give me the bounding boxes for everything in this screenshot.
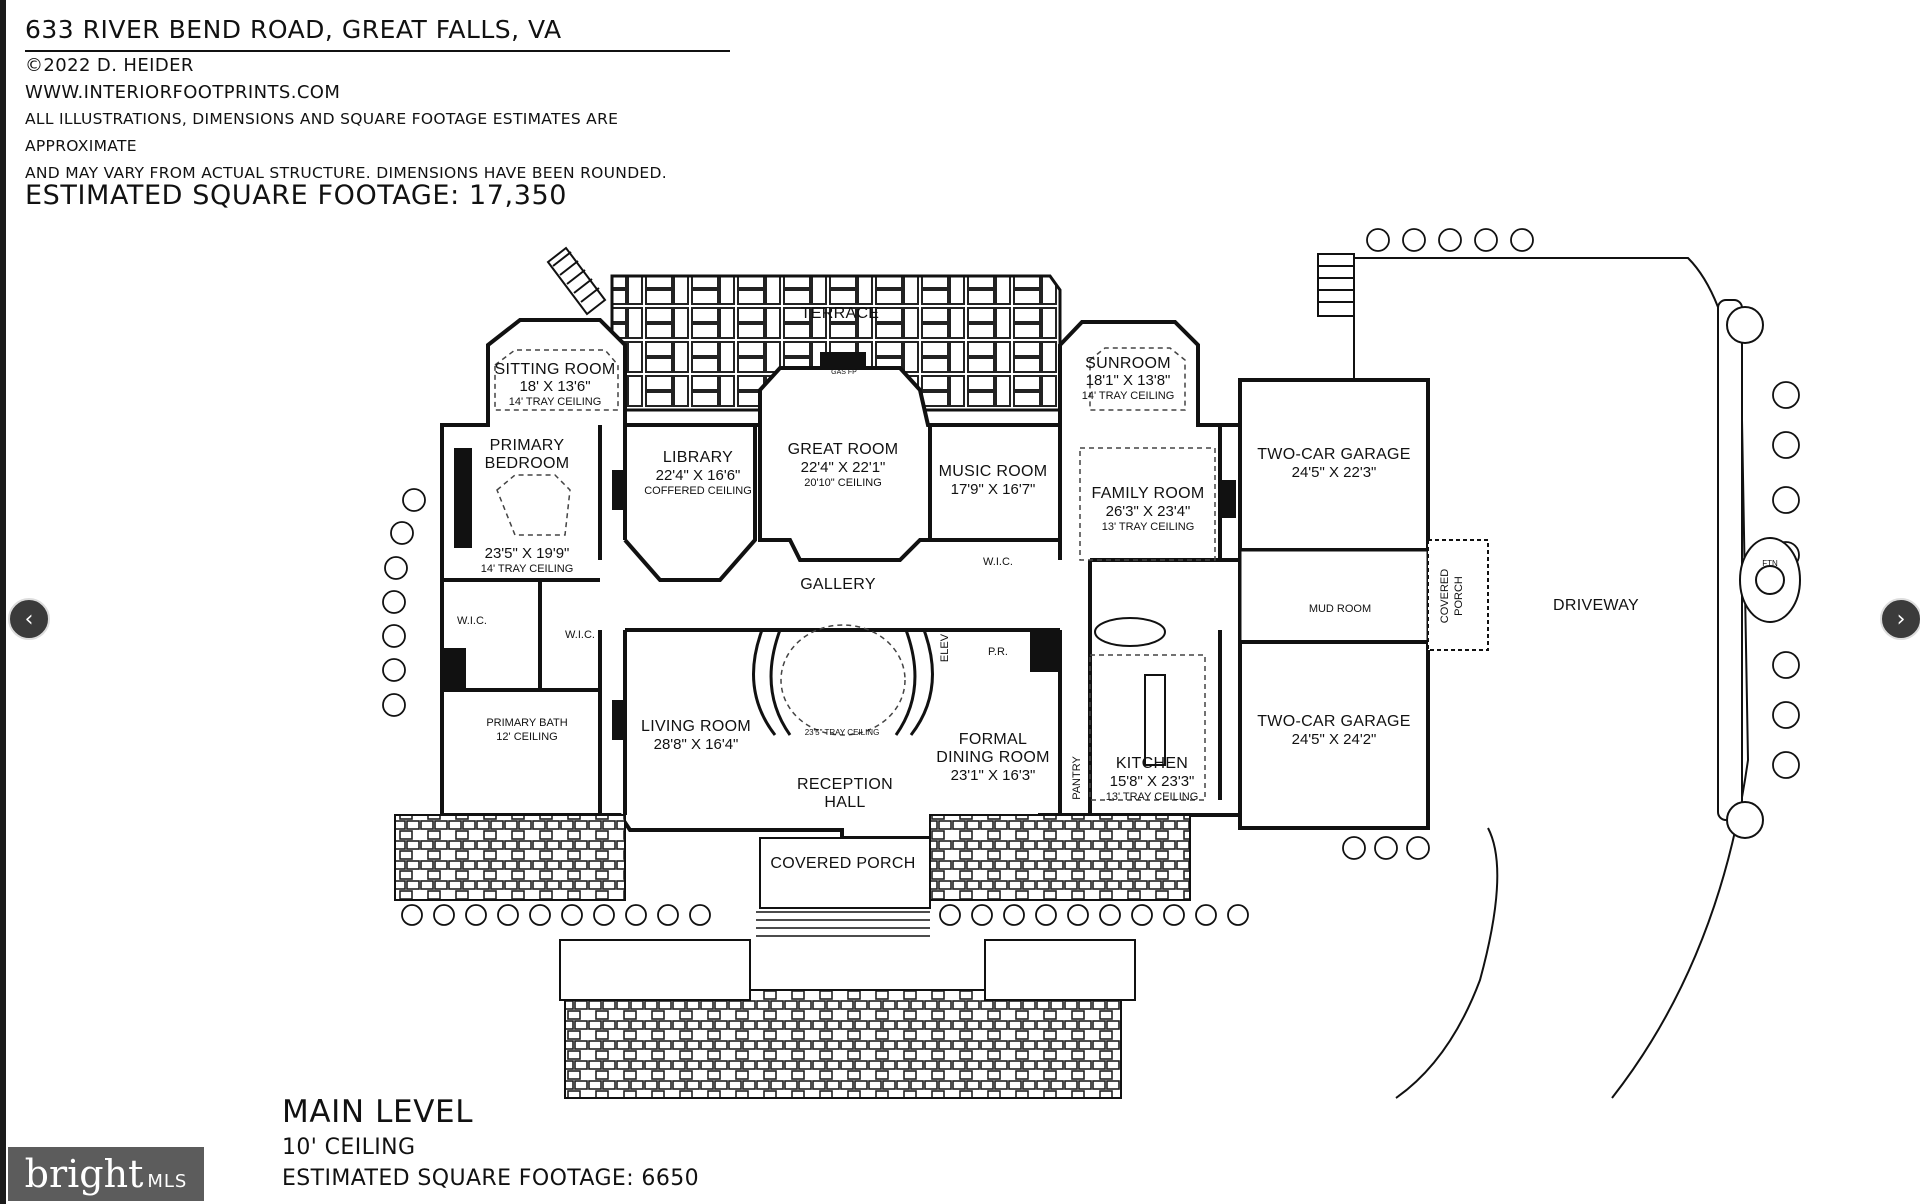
fireplaces [444, 352, 1236, 740]
plan-header: 633 RIVER BEND ROAD, GREAT FALLS, VA ©20… [25, 12, 730, 187]
music-room-dim: 17'9" X 16'7" [951, 481, 1036, 498]
front-walkway-left [394, 814, 626, 901]
fountain-court [1717, 299, 1801, 839]
website: WWW.INTERIORFOOTPRINTS.COM [25, 82, 341, 103]
garage-top-dim: 24'5" X 22'3" [1292, 464, 1377, 481]
hedge-row-right [1772, 381, 1800, 779]
pantry-label: PANTRY [1071, 756, 1083, 800]
primary-bedroom-dim: 23'5" X 19'9" [485, 545, 570, 562]
great-room-dim: 22'4" X 22'1" [801, 459, 886, 476]
music-room-name: MUSIC ROOM [939, 463, 1048, 480]
formal-dining-dim: 23'1" X 16'3" [951, 767, 1036, 784]
living-room-dim: 28'8" X 16'4" [654, 736, 739, 753]
terrace-label: TERRACE [801, 305, 880, 322]
primary-bath-name: PRIMARY BATH [486, 717, 567, 729]
library-dim: 22'4" X 16'6" [656, 467, 741, 484]
primary-bedroom-note: 14' TRAY CEILING [481, 563, 574, 575]
powder-room-label: P.R. [988, 646, 1008, 658]
disclaimer-line-1: ALL ILLUSTRATIONS, DIMENSIONS AND SQUARE… [25, 110, 619, 155]
motor-court-paving [564, 989, 1122, 1099]
wic-label-2: W.I.C. [565, 629, 595, 641]
sunroom-note: 14' TRAY CEILING [1082, 390, 1175, 402]
sitting-room-note: 14' TRAY CEILING [509, 396, 602, 408]
great-room-note: 20'10" CEILING [804, 477, 882, 489]
primary-bedroom-name-2: BEDROOM [485, 455, 570, 472]
mud-room-outline [1238, 548, 1430, 644]
wic-label-3: W.I.C. [983, 556, 1013, 568]
reception-hall-name-2: HALL [824, 794, 865, 811]
living-room-name: LIVING ROOM [641, 718, 751, 735]
level-caption: MAIN LEVEL 10' CEILING ESTIMATED SQUARE … [282, 1092, 699, 1194]
hedge-row-front [401, 904, 1249, 926]
gas-fireplace-label: GAS FP [831, 369, 857, 376]
garage-stairs [1317, 253, 1355, 380]
sunroom-name: SUNROOM [1085, 355, 1171, 372]
total-square-footage: ESTIMATED SQUARE FOOTAGE: 17,350 [25, 180, 568, 211]
wic-label-1: W.I.C. [457, 615, 487, 627]
brand-logo-text: bright [24, 1152, 144, 1196]
next-image-button[interactable]: › [1880, 598, 1920, 640]
fountain-label: FTN [1762, 559, 1778, 568]
kitchen-dim: 15'8" X 23'3" [1110, 773, 1195, 790]
photo-frame-edge [0, 0, 6, 1204]
copyright: ©2022 D. HEIDER [25, 55, 194, 76]
driveway-label: DRIVEWAY [1553, 597, 1639, 614]
side-porch-outline [1427, 539, 1489, 651]
family-room-name: FAMILY ROOM [1092, 485, 1205, 502]
kitchen-name: KITCHEN [1116, 755, 1188, 772]
level-square-footage: ESTIMATED SQUARE FOOTAGE: 6650 [282, 1166, 700, 1191]
sitting-room-dim: 18' X 13'6" [519, 378, 590, 395]
sitting-room-name: SITTING ROOM [495, 361, 616, 378]
mud-room-label: MUD ROOM [1309, 603, 1371, 615]
level-name: MAIN LEVEL [282, 1094, 474, 1130]
primary-bedroom-name-1: PRIMARY [490, 437, 565, 454]
front-steps [756, 911, 930, 937]
elevator-label: ELEV [939, 633, 951, 662]
primary-bath-note: 12' CEILING [496, 731, 557, 743]
curved-stairs [752, 629, 934, 736]
garage-top-name: TWO-CAR GARAGE [1257, 446, 1411, 463]
garage-bottom-dim: 24'5" X 24'2" [1292, 731, 1377, 748]
garage-bottom-outline [1238, 640, 1430, 830]
terrace-stairs [546, 246, 607, 316]
reception-hall-note: 23'5" TRAY CEILING [805, 728, 880, 737]
interior-walls [442, 425, 1240, 815]
hedge-row-garage [1342, 836, 1430, 860]
family-room-note: 13' TRAY CEILING [1102, 521, 1195, 533]
hedge-row-top-right [1366, 228, 1534, 252]
garden-left [559, 939, 751, 1001]
kitchen-note: 13' TRAY CEILING [1106, 791, 1199, 803]
sunroom-dim: 18'1" X 13'8" [1086, 372, 1171, 389]
kitchen-island [1094, 617, 1166, 766]
garden-right [984, 939, 1136, 1001]
library-note: COFFERED CEILING [644, 485, 752, 497]
gallery-label: GALLERY [800, 576, 876, 593]
garage-bottom-name: TWO-CAR GARAGE [1257, 713, 1411, 730]
side-porch-label-1: COVERED [1439, 569, 1451, 623]
formal-dining-name-2: DINING ROOM [936, 749, 1050, 766]
disclaimer-line-2: AND MAY VARY FROM ACTUAL STRUCTURE. DIME… [25, 164, 667, 182]
reception-hall-name-1: RECEPTION [797, 776, 893, 793]
great-room-name: GREAT ROOM [788, 441, 899, 458]
driveway-lines [1353, 257, 1750, 1099]
front-porch [759, 837, 931, 909]
property-address: 633 RIVER BEND ROAD, GREAT FALLS, VA [25, 12, 730, 52]
side-porch-label-2: PORCH [1453, 576, 1465, 616]
previous-image-button[interactable]: ‹ [8, 598, 50, 640]
front-walkway-right [929, 814, 1191, 901]
bright-mls-logo: bright MLS [8, 1147, 204, 1201]
ceiling-outlines [494, 347, 1216, 801]
formal-dining-name-1: FORMAL [959, 731, 1027, 748]
library-name: LIBRARY [663, 449, 733, 466]
house-outline [440, 318, 1242, 840]
hedge-row-left [382, 488, 426, 717]
brand-suffix: MLS [147, 1171, 188, 1192]
family-room-dim: 26'3" X 23'4" [1106, 503, 1191, 520]
front-porch-label: COVERED PORCH [770, 855, 915, 872]
level-ceiling: 10' CEILING [282, 1135, 416, 1160]
